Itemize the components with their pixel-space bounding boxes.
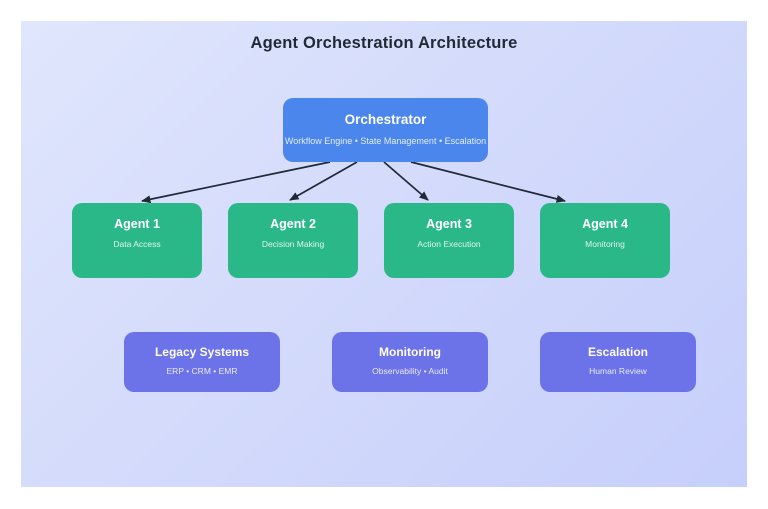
legacy-systems-subtitle: ERP • CRM • EMR [166,366,238,376]
agent-1-node: Agent 1 Data Access [72,203,202,278]
diagram-title: Agent Orchestration Architecture [250,34,518,52]
monitoring-title: Monitoring [379,345,441,359]
diagram-canvas: Agent Orchestration Architecture Orchest… [21,21,747,487]
agent-3-node: Agent 3 Action Execution [384,203,514,278]
agent-2-subtitle: Decision Making [261,239,325,249]
agent-1-title: Agent 1 [114,217,160,231]
agent-4-subtitle: Monitoring [585,239,625,249]
agent-4-node: Agent 4 Monitoring [540,203,670,278]
arrow-orchestrator-to-agent-4 [410,161,566,203]
agent-4-title: Agent 4 [582,217,628,231]
agent-2-title: Agent 2 [270,217,316,231]
orchestrator-subtitle: Workflow Engine • State Management • Esc… [284,136,487,146]
orchestrator-title: Orchestrator [344,112,427,127]
agent-3-title: Agent 3 [426,217,472,231]
agent-3-subtitle: Action Execution [417,239,481,249]
escalation-subtitle: Human Review [589,366,647,376]
arrow-orchestrator-to-agent-1 [141,161,331,204]
escalation-title: Escalation [587,345,649,359]
monitoring-node: Monitoring Observability • Audit [332,332,488,392]
monitoring-subtitle: Observability • Audit [372,366,448,376]
escalation-node: Escalation Human Review [540,332,696,392]
agent-2-node: Agent 2 Decision Making [228,203,358,278]
orchestrator-node: Orchestrator Workflow Engine • State Man… [283,98,488,162]
arrow-orchestrator-to-agent-3 [383,161,429,201]
legacy-systems-node: Legacy Systems ERP • CRM • EMR [124,332,280,392]
legacy-systems-title: Legacy Systems [154,345,250,359]
agent-1-subtitle: Data Access [113,239,161,249]
arrow-orchestrator-to-agent-2 [289,161,358,201]
